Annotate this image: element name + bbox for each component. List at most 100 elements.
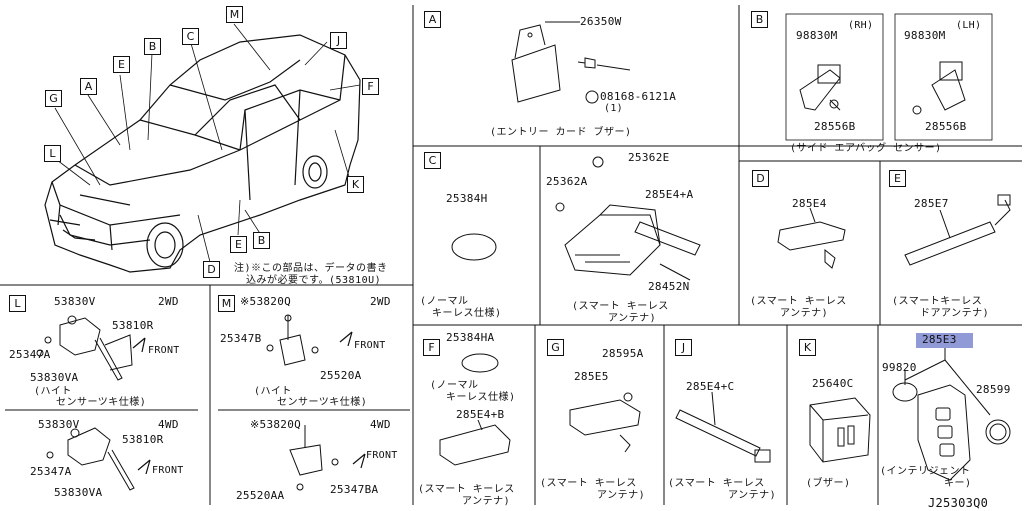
panel-letter: F [423, 339, 440, 356]
caption: (スマート キーレス [750, 296, 847, 307]
panel-letter: G [547, 339, 564, 356]
caption: (スマート キーレス [668, 478, 765, 489]
part-number: 53830V [38, 418, 80, 431]
callout-box: E [230, 236, 247, 253]
panel-letter: D [752, 170, 769, 187]
part-number: 285E4+B [456, 408, 505, 421]
panel-letter: B [751, 11, 768, 28]
callout-box: B [144, 38, 161, 55]
part-number: 25520AA [236, 489, 285, 502]
caption: アンテナ) [597, 490, 646, 501]
caption: キーレス仕様) [432, 308, 502, 319]
caption: アンテナ) [462, 496, 511, 507]
caption: アンテナ) [780, 308, 829, 319]
part-number: ※53820Q [250, 418, 302, 431]
part-number: 98830M [796, 29, 838, 42]
part-number: 26350W [580, 15, 622, 28]
callout-box: B [253, 232, 270, 249]
caption: (エントリー カード ブザー) [490, 127, 632, 138]
drive-label: 2WD [158, 295, 179, 308]
intelligent-key [892, 345, 1011, 481]
panel-letter: E [889, 170, 906, 187]
callout-box: C [182, 28, 199, 45]
part-number: 28452N [648, 280, 690, 293]
part-number: 53830VA [54, 486, 103, 499]
part-number: 25362A [546, 175, 588, 188]
part-qty: (1) [604, 103, 623, 114]
part-number: ※53820Q [240, 295, 292, 308]
panel-letter: K [799, 339, 816, 356]
part-number: 285E4+A [645, 188, 694, 201]
caption: (ハイト [34, 386, 72, 397]
side-label: (RH) [848, 20, 874, 31]
part-number: 25640C [812, 377, 854, 390]
caption: (ノーマル [430, 380, 479, 391]
caption: センサーツキ仕様) [56, 397, 147, 408]
part-number: 285E4+C [686, 380, 735, 393]
front-label: FRONT [366, 450, 398, 461]
panel-letter: J [675, 339, 692, 356]
caption: キー) [944, 478, 972, 489]
caption: キーレス仕様) [446, 392, 516, 403]
part-number: 25384HA [446, 331, 495, 344]
callout-box: J [330, 32, 347, 49]
panel-letter: C [424, 152, 441, 169]
caption: アンテナ) [728, 490, 777, 501]
panel-letter: M [218, 295, 235, 312]
caption: アンテナ) [608, 313, 657, 324]
part-number: 28599 [976, 383, 1011, 396]
panel-letter: L [9, 295, 26, 312]
part-number: 25362E [628, 151, 670, 164]
caption: (スマート キーレス [418, 484, 515, 495]
antenna-D [777, 207, 846, 269]
part-number: 25347A [9, 348, 51, 361]
part-number: 285E5 [574, 370, 609, 383]
antenna-G [569, 392, 641, 453]
airbag-sensors [785, 13, 993, 141]
vehicle-illustration [44, 34, 361, 273]
part-number: 25347BA [330, 483, 379, 496]
callout-box: G [45, 90, 62, 107]
antenna-J [675, 391, 771, 463]
antenna-F [439, 353, 511, 466]
drive-label: 4WD [158, 418, 179, 431]
part-number: 53810R [112, 319, 154, 332]
antenna-C [451, 156, 701, 281]
part-number: 53810R [122, 433, 164, 446]
part-number: 28595A [602, 347, 644, 360]
part-number: 28556B [814, 120, 856, 133]
buzzer-A [511, 21, 631, 104]
part-number: 285E7 [914, 197, 949, 210]
part-number: 98830M [904, 29, 946, 42]
note-text: 込みが必要です。(53810U) [246, 275, 382, 286]
caption: (ハイト [254, 386, 292, 397]
buzzer-K [809, 397, 871, 463]
callout-box: L [44, 145, 61, 162]
callout-box: E [113, 56, 130, 73]
panel-letter: A [424, 11, 441, 28]
drive-label: 2WD [370, 295, 391, 308]
front-label: FRONT [148, 345, 180, 356]
callout-box: A [80, 78, 97, 95]
part-number: 285E3 [922, 333, 957, 346]
note-text: 注)※この部品は、データの書き [234, 263, 388, 274]
highlight-band [916, 333, 973, 348]
caption: (インテリジェント [880, 466, 971, 477]
caption: (スマートキーレス [892, 296, 983, 307]
part-number: 08168-6121A [600, 90, 677, 103]
diagram-id: J25303Q0 [928, 496, 989, 510]
caption: (スマート キーレス [572, 301, 669, 312]
front-label: FRONT [354, 340, 386, 351]
caption: (サイド エアバッグ センサー) [790, 143, 942, 154]
drive-label: 4WD [370, 418, 391, 431]
part-number: 99820 [882, 361, 917, 374]
height-sensor-M [266, 314, 366, 491]
callout-box: D [203, 261, 220, 278]
part-number: 25384H [446, 192, 488, 205]
caption: (スマート キーレス [540, 478, 637, 489]
callout-box: F [362, 78, 379, 95]
part-number: 53830VA [30, 371, 79, 384]
part-number: 285E4 [792, 197, 827, 210]
side-label: (LH) [956, 20, 982, 31]
